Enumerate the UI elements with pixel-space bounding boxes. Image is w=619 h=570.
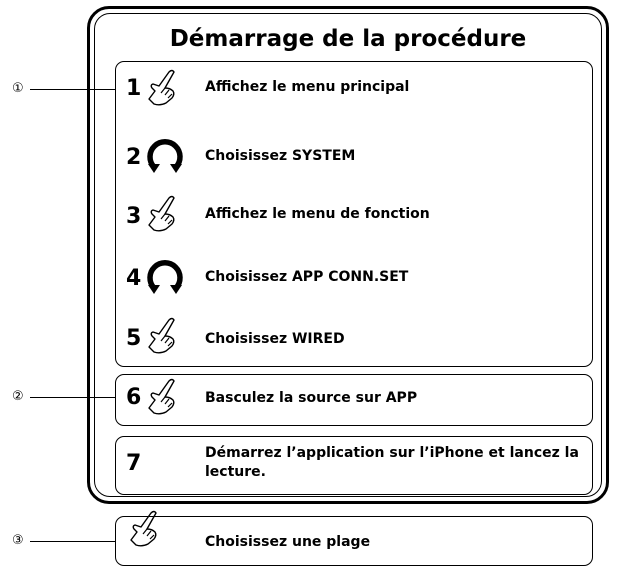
callout-3-leader (30, 541, 115, 542)
callout-1-leader (30, 89, 115, 90)
callout-1: ① (12, 81, 24, 96)
step-6-text: Basculez la source sur APP (205, 390, 418, 406)
procedure-title: Démarrage de la procédure (169, 26, 527, 52)
step-2-number: 2 (126, 145, 142, 170)
steps-group-box (115, 61, 593, 367)
final-step-box (115, 516, 593, 566)
touch-hand-icon (128, 510, 168, 550)
touch-hand-icon (146, 317, 186, 357)
touch-hand-icon (146, 378, 186, 418)
step-7-text: Démarrez l’application sur l’iPhone et l… (205, 445, 579, 480)
step-4-number: 4 (126, 266, 142, 291)
callout-2-leader (30, 397, 115, 398)
step-2-text: Choisissez SYSTEM (205, 148, 356, 164)
touch-hand-icon (146, 195, 186, 235)
step-6-number: 6 (126, 385, 142, 410)
step-5-text: Choisissez WIRED (205, 331, 345, 347)
callout-3: ③ (12, 533, 24, 548)
rotate-knob-icon (146, 137, 186, 177)
step-3-text: Affichez le menu de fonction (205, 206, 430, 222)
touch-hand-icon (146, 69, 186, 109)
rotate-knob-icon (146, 258, 186, 298)
final-step-text: Choisissez une plage (205, 534, 371, 550)
step-1-number: 1 (126, 76, 142, 101)
procedure-frame-inner (94, 13, 602, 497)
step-1-text: Affichez le menu principal (205, 79, 410, 95)
step-3-number: 3 (126, 204, 142, 229)
step-7-box (115, 436, 593, 495)
callout-2: ② (12, 389, 24, 404)
procedure-frame (87, 6, 609, 504)
step-4-text: Choisissez APP CONN.SET (205, 269, 409, 285)
step-5-number: 5 (126, 326, 142, 351)
step-7-number: 7 (126, 451, 142, 476)
step-6-box (115, 374, 593, 426)
